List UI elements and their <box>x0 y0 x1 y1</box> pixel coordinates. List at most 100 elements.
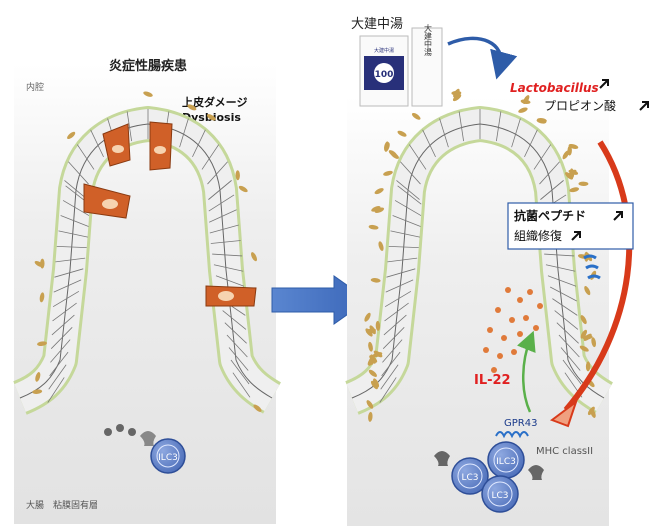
cell-divider <box>396 180 420 200</box>
cell-divider <box>226 334 248 358</box>
bacterium <box>580 315 587 325</box>
cell-divider <box>62 200 90 216</box>
cell-divider <box>387 257 418 263</box>
drug-label: 大建中湯 <box>351 17 403 32</box>
il22-dot <box>509 317 515 323</box>
cell-divider <box>50 339 71 363</box>
bacterium <box>34 260 44 268</box>
bacterium <box>584 286 591 296</box>
cell-divider <box>554 310 579 330</box>
propionate-arrow <box>563 140 633 412</box>
cell-divider <box>201 144 220 170</box>
cell-divider <box>222 310 247 330</box>
cell-divider <box>212 253 243 257</box>
ilc3-cell-label: LC3 <box>461 473 478 483</box>
cell-divider <box>392 215 421 227</box>
cell-divider <box>540 180 564 200</box>
bacterium <box>368 369 377 377</box>
bacterium <box>143 91 153 97</box>
cytokine-dot <box>116 424 124 432</box>
bacterium <box>591 337 597 348</box>
cell-divider <box>126 111 132 142</box>
lumen-label: 内腔 <box>26 81 44 93</box>
cell-divider <box>48 364 67 390</box>
bacterium <box>567 169 577 177</box>
bacterium <box>411 112 421 120</box>
bacterium <box>373 378 380 388</box>
cell-divider <box>552 298 578 316</box>
cell-divider <box>408 144 427 170</box>
cell-divider <box>524 129 538 158</box>
cytokine-dot <box>104 428 112 436</box>
bacterium <box>375 320 381 331</box>
gpr43-label: GPR43 <box>504 418 537 429</box>
bacterium <box>251 252 258 262</box>
increase-arrow-icon <box>639 101 649 111</box>
cell-divider <box>562 359 582 385</box>
bacterium <box>35 372 41 382</box>
packet-number: 100 <box>375 70 394 80</box>
increase-arrow-icon <box>613 211 623 221</box>
il22-dot <box>511 349 517 355</box>
cell-divider <box>556 322 579 344</box>
damaged-cell-nucleus <box>218 291 234 301</box>
bacterium <box>520 99 531 105</box>
mhc-receptor <box>140 431 156 446</box>
bacterium <box>590 408 596 418</box>
bacterium <box>580 329 588 339</box>
cell-divider <box>49 351 69 377</box>
cell-divider <box>560 347 581 371</box>
bacterium <box>569 187 580 193</box>
cell-divider <box>179 118 189 148</box>
cell-divider <box>380 364 399 390</box>
ilc3-nucleus <box>156 444 180 468</box>
il22-dot <box>483 347 489 353</box>
cell-divider <box>51 314 75 336</box>
bottom-tissue-label: 大腸 粘膜固有層 <box>26 499 98 511</box>
cell-divider <box>68 161 89 185</box>
packet-number-badge <box>374 63 394 83</box>
bacterium <box>370 380 378 390</box>
bacterium <box>374 207 385 214</box>
cell-divider <box>511 118 521 148</box>
bacterium <box>585 361 591 372</box>
il22-arrow <box>517 330 536 413</box>
cell-divider <box>400 161 421 185</box>
bacterium <box>451 90 462 96</box>
cell-divider <box>397 185 422 205</box>
bacterium <box>374 188 384 195</box>
cell-divider <box>558 334 580 358</box>
mhc-receptor <box>434 451 450 466</box>
il22-dot <box>491 367 497 373</box>
cell-divider <box>192 129 206 158</box>
bacterium <box>39 292 45 303</box>
cell-divider <box>76 144 95 170</box>
ilc3-cell <box>481 475 519 513</box>
bacterium <box>67 131 76 140</box>
bacterium <box>397 130 407 137</box>
cell-divider <box>47 377 65 403</box>
il22-dot <box>505 287 511 293</box>
bacterium <box>383 170 393 176</box>
il22-dot <box>495 307 501 313</box>
cell-divider <box>210 240 241 244</box>
il22-dot <box>537 303 543 309</box>
bacterium <box>373 350 383 358</box>
bacterium <box>365 328 373 337</box>
bacterium <box>366 400 374 409</box>
tissue-repair-label: 組織修復 <box>514 228 562 243</box>
bacterium <box>32 389 43 394</box>
increase-arrow-icon <box>599 79 609 89</box>
cell-divider <box>55 257 86 263</box>
drug-effect-arrow <box>447 36 518 80</box>
cell-divider <box>388 246 419 248</box>
bacterium <box>206 114 216 121</box>
right-panel: 大建中湯 大建中湯 100 大建中湯 Lactobacillus プロピオン酸 <box>344 17 649 526</box>
cell-divider <box>533 144 552 170</box>
bacterium <box>368 341 373 352</box>
cell-divider <box>52 302 77 322</box>
cytokine-dot <box>128 428 136 436</box>
il22-dot <box>527 289 533 295</box>
gpr43-receptor <box>495 431 529 439</box>
